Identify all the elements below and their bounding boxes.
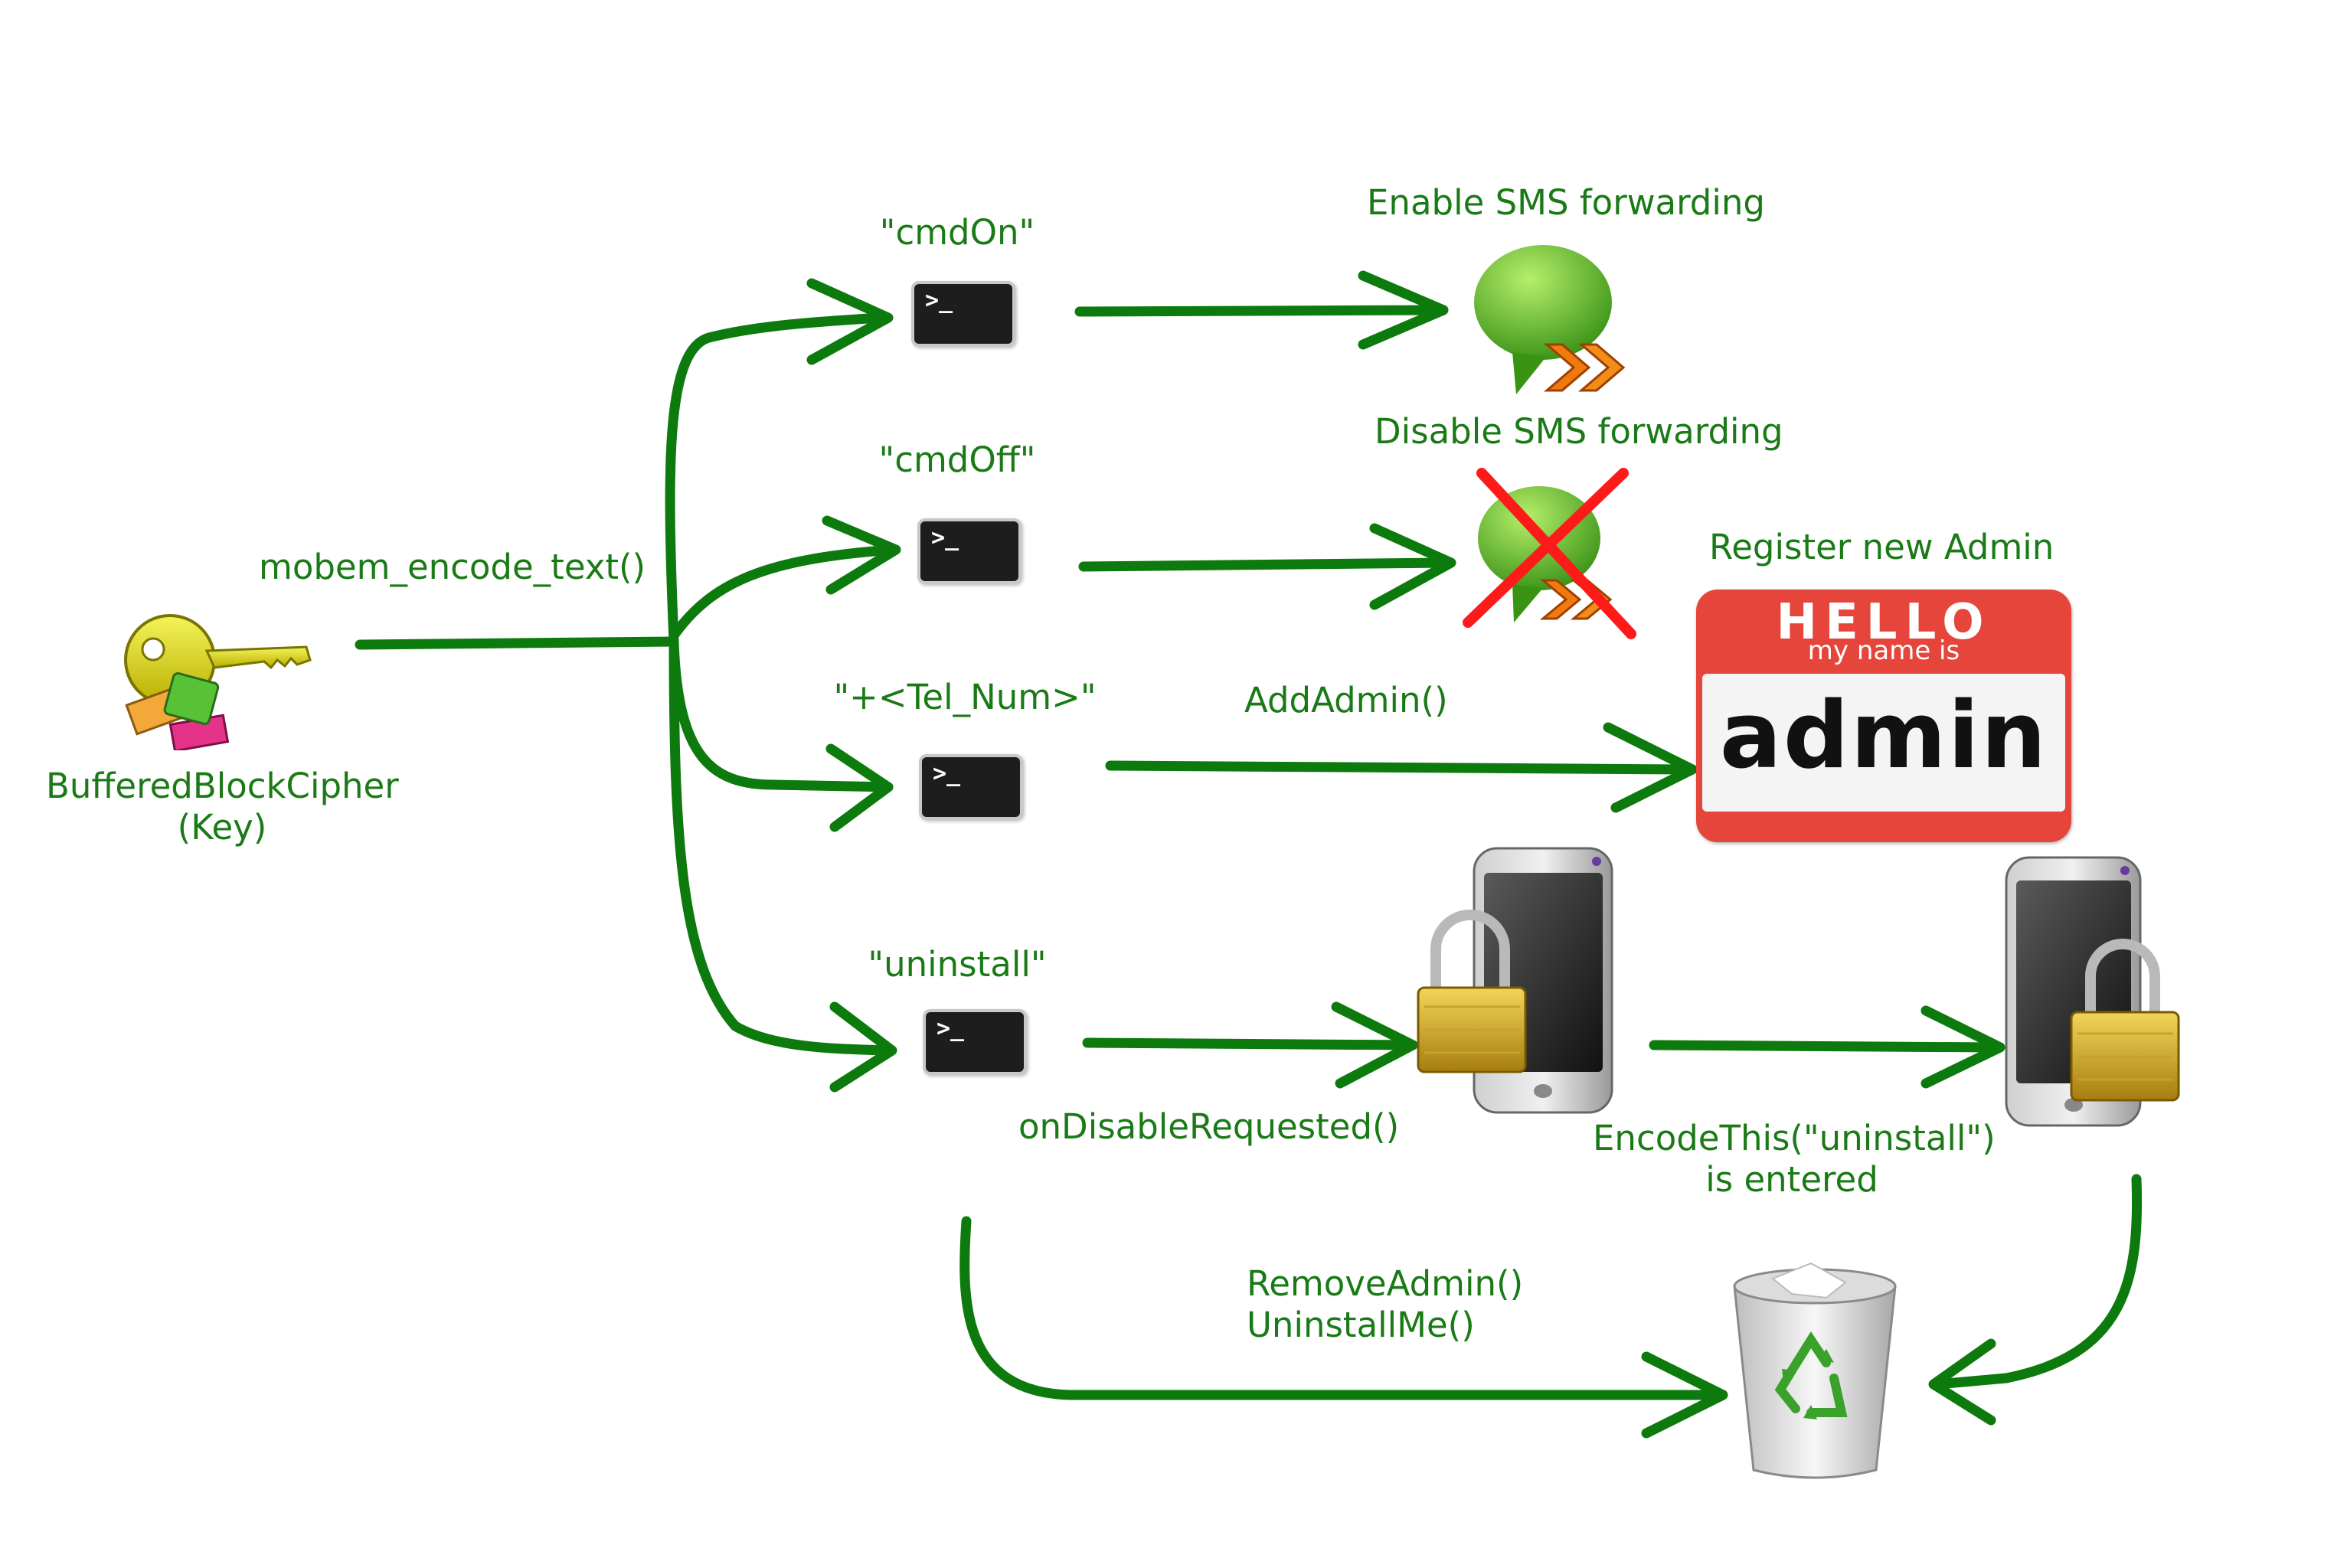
locked-phone-icon-1 — [1417, 847, 1613, 1114]
name-tag-hello: HELLO — [1776, 594, 1992, 651]
arrowhead-disable — [1369, 523, 1456, 610]
arrowhead-uninstall — [829, 1001, 897, 1093]
edge-to-cmdon — [665, 312, 886, 647]
enable-sms-label: Enable SMS forwarding — [1367, 182, 1765, 223]
name-tag-panel: admin — [1702, 674, 2065, 812]
name-tag-subtitle: my name is — [1807, 635, 1960, 666]
edge-cmdoff-to-disable — [1078, 557, 1453, 572]
edge-uninstall-to-lock1 — [1082, 1037, 1414, 1050]
edge-lock1-to-lock2 — [1649, 1040, 2000, 1053]
on-disable-label: onDisableRequested() — [1018, 1106, 1400, 1147]
command-label-cmdon: "cmdOn" — [879, 212, 1035, 253]
terminal-icon-tel: >_ — [919, 754, 1023, 820]
key-icon — [124, 614, 312, 750]
arrowhead-trash-right — [1928, 1338, 1996, 1426]
command-label-cmdoff: "cmdOff" — [878, 439, 1036, 480]
arrowhead-admin — [1603, 722, 1698, 813]
edge-source-trunk — [355, 636, 679, 650]
terminal-icon-cmdon: >_ — [911, 281, 1015, 347]
locked-phone-icon-2 — [2005, 856, 2180, 1127]
edge-to-cmdoff — [668, 544, 897, 641]
edge-to-uninstall — [668, 636, 894, 1056]
function-label: mobem_encode_text() — [259, 547, 646, 587]
edge-lock2-to-trash — [1932, 1174, 2143, 1390]
arrowhead-lock2 — [1920, 1005, 2005, 1089]
edge-uninstall-to-trash — [959, 1216, 1724, 1400]
cipher-label: BufferedBlockCipher (Key) — [46, 766, 399, 848]
terminal-icon-cmdoff: >_ — [917, 518, 1022, 584]
sms-forward-icon — [1474, 245, 1626, 394]
encode-this-label: EncodeThis("uninstall") is entered — [1593, 1118, 1996, 1200]
arrowhead-trash-left — [1641, 1351, 1728, 1439]
arrowhead-cmdoff — [822, 515, 901, 595]
name-tag-icon: HELLO my name is admin — [1696, 590, 2071, 842]
terminal-icon-uninstall: >_ — [923, 1009, 1027, 1075]
add-admin-label: AddAdmin() — [1244, 680, 1448, 720]
arrowhead-lock1 — [1331, 1001, 1418, 1089]
disable-sms-label: Disable SMS forwarding — [1375, 411, 1783, 452]
command-label-uninstall: "uninstall" — [868, 944, 1047, 985]
command-label-tel: "+<Tel_Num>" — [833, 677, 1097, 717]
register-admin-label: Register new Admin — [1709, 527, 2055, 567]
recycle-bin-icon — [1733, 1262, 1897, 1479]
sms-forward-disabled-icon — [1463, 468, 1636, 639]
edge-tel-to-admin — [1105, 760, 1694, 775]
arrowhead-cmdon — [806, 278, 894, 365]
arrowhead-tel — [825, 743, 894, 832]
arrowhead-enable — [1358, 270, 1449, 350]
edge-cmdon-to-enable — [1074, 305, 1445, 317]
remove-admin-label: RemoveAdmin() UninstallMe() — [1247, 1263, 1524, 1345]
name-tag-name: admin — [1719, 683, 2048, 789]
